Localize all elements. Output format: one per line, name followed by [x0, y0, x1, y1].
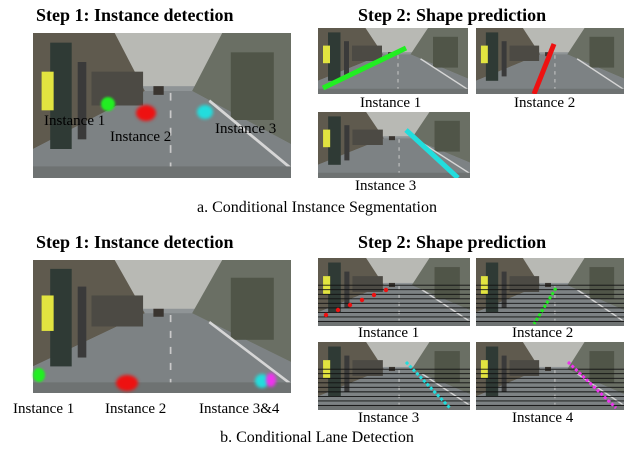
bottom-instance4-dot — [266, 373, 276, 387]
bottom-caption: b. Conditional Lane Detection — [220, 429, 414, 446]
top-step2-title: Step 2: Shape prediction — [358, 5, 547, 25]
top-detect-label-2: Instance 2 — [110, 129, 172, 145]
bottom-shape-label-1: Instance 1 — [358, 325, 420, 341]
top-detection-image — [33, 33, 291, 178]
bottom-shape-image-2 — [476, 258, 624, 326]
top-caption: a. Conditional Instance Segmentation — [197, 199, 437, 216]
bottom-shape-image-1 — [318, 258, 470, 326]
top-instance2-dot — [136, 105, 156, 121]
bottom-detection-image — [33, 260, 291, 393]
top-shape-label-1: Instance 1 — [360, 95, 422, 111]
top-shape-image-1 — [318, 28, 468, 94]
bottom-detect-label-3: Instance 3&4 — [199, 401, 280, 417]
bottom-shape-image-4 — [476, 342, 624, 410]
bottom-instance3-dot — [255, 374, 269, 388]
bottom-step2-title: Step 2: Shape prediction — [358, 232, 547, 252]
top-detect-label-3: Instance 3 — [215, 121, 277, 137]
bottom-shape-label-4: Instance 4 — [512, 410, 574, 426]
top-shape-label-2: Instance 2 — [514, 95, 576, 111]
bottom-instance1-dot — [33, 368, 45, 382]
bottom-step1-title: Step 1: Instance detection — [36, 232, 234, 252]
bottom-detect-label-2: Instance 2 — [105, 401, 167, 417]
bottom-shape-image-3 — [318, 342, 470, 410]
top-instance3-dot — [197, 105, 213, 119]
top-shape-label-3: Instance 3 — [355, 178, 417, 194]
bottom-detect-label-1: Instance 1 — [13, 401, 75, 417]
bottom-instance2-dot — [116, 375, 138, 391]
bottom-shape-label-2: Instance 2 — [512, 325, 574, 341]
top-instance1-dot — [101, 97, 115, 111]
bottom-shape-label-3: Instance 3 — [358, 410, 420, 426]
top-shape-image-3 — [318, 112, 470, 178]
top-step1-title: Step 1: Instance detection — [36, 5, 234, 25]
top-shape-image-2 — [476, 28, 624, 94]
top-detect-label-1: Instance 1 — [44, 113, 106, 129]
